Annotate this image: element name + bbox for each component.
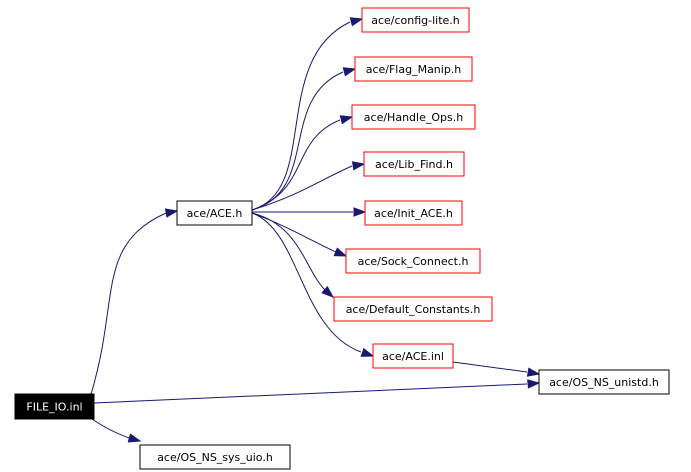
edges-layer [90, 17, 541, 443]
node-ace-h[interactable]: ace/ACE.h [176, 200, 253, 226]
arrowhead-icon [164, 208, 179, 218]
node-box [351, 104, 476, 130]
edge-line [251, 212, 326, 291]
node-label: ace/config-lite.h [371, 14, 460, 27]
node-os-ns-sys-uio[interactable]: ace/OS_NS_sys_uio.h [139, 444, 291, 470]
edge-line [93, 383, 528, 404]
edge-ace-h-to-handle-ops [251, 115, 354, 211]
node-label: ace/Lib_Find.h [375, 158, 453, 171]
edge-line [251, 71, 344, 211]
edge-ace-h-to-config-lite [251, 17, 364, 211]
edge-ace-h-to-lib-find [251, 161, 366, 211]
arrowhead-icon [527, 379, 541, 389]
node-sock-connect[interactable]: ace/Sock_Connect.h [345, 248, 481, 274]
arrowhead-icon [339, 115, 354, 125]
node-label: ace/Handle_Ops.h [364, 111, 463, 124]
node-file-io: FILE_IO.inl [14, 393, 95, 420]
node-label: ace/Init_ACE.h [374, 207, 453, 220]
node-handle-ops[interactable]: ace/Handle_Ops.h [351, 104, 476, 130]
node-box [345, 248, 481, 274]
node-box [139, 444, 291, 470]
node-box [372, 343, 454, 369]
edge-file-io-to-os-ns-sys-uio [91, 418, 142, 443]
node-label: ace/OS_NS_unistd.h [549, 376, 659, 389]
nodes-layer: FILE_IO.inl ace/ACE.h ace/OS_NS_sys_uio.h a… [14, 7, 670, 470]
edge-ace-h-to-sock-connect [251, 212, 348, 257]
arrowhead-icon [360, 347, 375, 357]
arrowhead-icon [333, 247, 348, 257]
node-label: ace/Default_Constants.h [346, 303, 481, 316]
node-label: FILE_IO.inl [26, 401, 82, 414]
node-box [333, 296, 493, 322]
node-label: ace/Sock_Connect.h [358, 255, 469, 268]
node-box [538, 369, 670, 395]
edge-line [90, 212, 167, 395]
node-box [354, 56, 473, 82]
edge-file-io-to-ace-h [90, 208, 179, 395]
node-box [176, 200, 253, 226]
arrowhead-icon [349, 17, 364, 27]
edge-ace-h-to-ace-inl [251, 212, 375, 357]
edge-line [251, 119, 341, 211]
node-lib-find[interactable]: ace/Lib_Find.h [363, 151, 465, 177]
node-box [364, 200, 463, 226]
arrowhead-icon [351, 161, 366, 171]
node-init-ace[interactable]: ace/Init_ACE.h [364, 200, 463, 226]
edge-ace-inl-to-os-ns-unistd [452, 361, 541, 377]
node-default-constants[interactable]: ace/Default_Constants.h [333, 296, 493, 322]
node-box [14, 393, 95, 420]
edge-ace-h-to-default-constants [251, 212, 335, 298]
node-ace-inl[interactable]: ace/ACE.inl [372, 343, 454, 369]
node-flag-manip[interactable]: ace/Flag_Manip.h [354, 56, 473, 82]
edge-file-io-to-os-ns-unistd [93, 379, 541, 404]
edge-ace-h-to-flag-manip [251, 67, 357, 211]
edge-line [251, 165, 353, 211]
node-box [361, 7, 470, 33]
arrowhead-icon [321, 285, 335, 298]
node-label: ace/OS_NS_sys_uio.h [157, 451, 273, 464]
edge-line [251, 212, 337, 253]
edge-ace-h-to-init-ace [252, 207, 367, 217]
edge-line [251, 212, 362, 353]
node-os-ns-unistd[interactable]: ace/OS_NS_unistd.h [538, 369, 670, 395]
edge-line [251, 21, 351, 211]
node-config-lite[interactable]: ace/config-lite.h [361, 7, 470, 33]
arrowhead-icon [127, 433, 142, 443]
edge-line [452, 361, 528, 373]
node-label: ace/ACE.h [187, 207, 243, 220]
arrowhead-icon [353, 207, 367, 217]
edge-line [91, 418, 130, 439]
arrowhead-icon [526, 367, 541, 377]
node-label: ace/Flag_Manip.h [366, 63, 462, 76]
node-label: ace/ACE.inl [382, 350, 444, 363]
node-box [363, 151, 465, 177]
arrowhead-icon [342, 67, 357, 77]
